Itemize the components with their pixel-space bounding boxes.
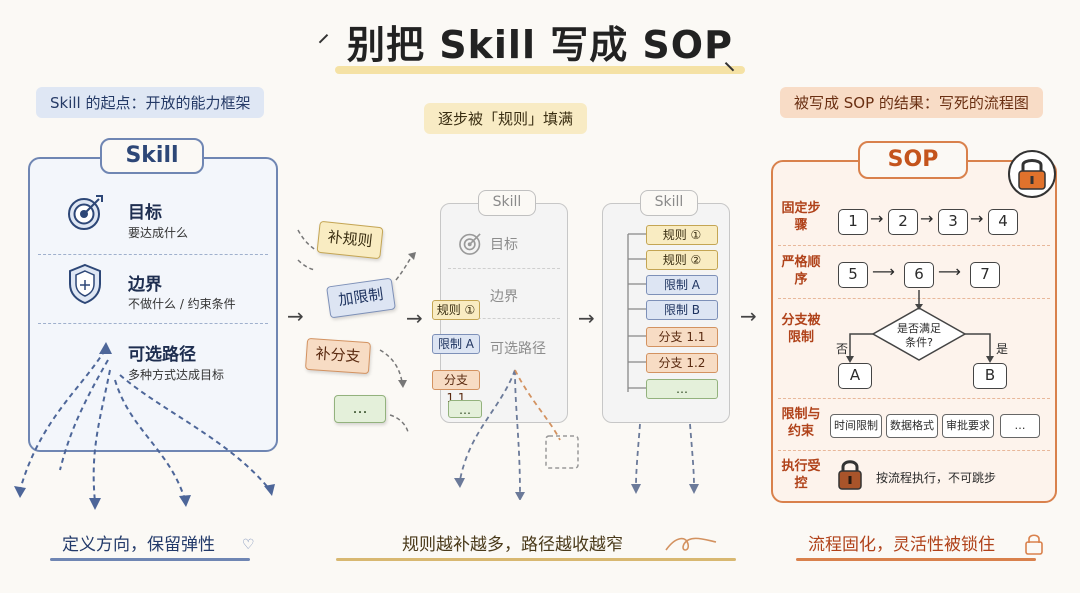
- limit-approval: 审批要求: [942, 414, 994, 438]
- row-boundary-title: 边界: [128, 275, 162, 295]
- arrow-right-icon: →: [920, 209, 934, 228]
- arrow-right-icon: →: [740, 304, 757, 328]
- sop-card-tag: SOP: [858, 141, 968, 179]
- middle-section-label: 逐步被「规则」填满: [424, 103, 588, 134]
- arrow-right-icon: →: [578, 306, 595, 330]
- left-underline: [50, 558, 250, 561]
- arrow-right-icon: →: [406, 306, 423, 330]
- step-5: 5: [838, 262, 868, 288]
- divider: [38, 323, 268, 324]
- skill-card: [28, 157, 278, 452]
- heart-icon: ♡: [242, 537, 255, 553]
- right-section-label: 被写成 SOP 的结果：写死的流程图: [780, 87, 1043, 118]
- decision-yes-label: 是: [996, 342, 1009, 356]
- mini-row-goal: 目标: [490, 237, 518, 253]
- note-ellipsis: …: [334, 395, 386, 423]
- title-tick-left: ⸝: [318, 22, 330, 47]
- step-4: 4: [988, 209, 1018, 235]
- list-ellipsis: …: [646, 379, 718, 399]
- branch-a: A: [838, 363, 872, 389]
- right-underline: [796, 558, 1036, 561]
- left-section-label: Skill 的起点：开放的能力框架: [36, 87, 265, 118]
- lock-icon: [1008, 150, 1056, 198]
- note-arrows: [297, 229, 416, 433]
- list-branch-1-2: 分支 1.2: [646, 353, 718, 373]
- padlock-icon: [838, 460, 862, 490]
- decision-flow: [846, 290, 994, 363]
- step-2: 2: [888, 209, 918, 235]
- shield-icon: [69, 263, 101, 305]
- arrow-right-icon: →: [970, 209, 984, 228]
- arrow-right-icon: →: [870, 209, 884, 228]
- narrow-paths: [631, 423, 699, 494]
- row-goal-title: 目标: [128, 203, 162, 223]
- arrow-right-icon: ⟶: [872, 262, 895, 281]
- middle-bottom-caption: 规则越补越多，路径越收越窄: [402, 535, 623, 555]
- right-bottom-caption: 流程固化，灵活性被锁住: [808, 535, 995, 555]
- route-icon: [14, 342, 275, 510]
- chip-limit: 限制 A: [432, 334, 480, 354]
- sop-row-fixed-label: 固定步骤: [781, 201, 821, 233]
- chip-branch: 分支 1.1: [432, 370, 480, 405]
- small-lock-icon: [1025, 534, 1043, 555]
- divider: [778, 298, 1050, 299]
- chip-rule: 规则 ①: [432, 300, 480, 320]
- limit-format: 数据格式: [886, 414, 938, 438]
- step-7: 7: [970, 262, 1000, 288]
- sop-row-order-label: 严格顺序: [781, 255, 821, 287]
- step-1: 1: [838, 209, 868, 235]
- branch-b: B: [973, 363, 1007, 389]
- divider: [778, 398, 1050, 399]
- list-branch-1-1: 分支 1.1: [646, 327, 718, 347]
- middle-underline: [336, 558, 736, 561]
- mini-row-boundary: 边界: [490, 289, 518, 305]
- skill-card-filled-tag: Skill: [640, 190, 698, 216]
- list-rule-1: 规则 ①: [646, 225, 718, 245]
- row-paths-sub: 多种方式达成目标: [128, 368, 225, 382]
- list-connector: [627, 233, 646, 392]
- list-limit-b: 限制 B: [646, 300, 718, 320]
- limit-ellipsis: …: [1000, 414, 1040, 438]
- row-boundary-sub: 不做什么 / 约束条件: [128, 297, 236, 311]
- divider: [448, 268, 560, 269]
- arrow-right-icon: ⟶: [938, 262, 961, 281]
- decision-text: 是否满足条件?: [897, 322, 941, 349]
- step-6: 6: [904, 262, 934, 288]
- left-bottom-caption: 定义方向，保留弹性: [62, 535, 215, 555]
- decision-no-label: 否: [836, 342, 849, 356]
- divider: [448, 318, 560, 319]
- narrowing-paths: [454, 369, 579, 500]
- list-rule-2: 规则 ②: [646, 250, 718, 270]
- control-text: 按流程执行，不可跳步: [876, 471, 997, 485]
- limit-time: 时间限制: [830, 414, 882, 438]
- title-tick-right: ⸜: [724, 50, 736, 75]
- swirl-icon: [665, 537, 717, 551]
- divider: [778, 450, 1050, 451]
- title-highlight: [335, 66, 745, 74]
- target-icon: [68, 195, 103, 230]
- row-paths-title: 可选路径: [128, 345, 196, 365]
- skill-card-tag: Skill: [100, 138, 204, 174]
- step-3: 3: [938, 209, 968, 235]
- page-title: 别把 Skill 写成 SOP: [347, 23, 733, 67]
- mini-row-paths: 可选路径: [490, 341, 546, 357]
- target-icon: [459, 233, 481, 255]
- sop-row-limits-label: 限制与约束: [781, 407, 821, 439]
- divider: [38, 254, 268, 255]
- sop-row-control-label: 执行受控: [781, 459, 821, 491]
- sop-row-branch-label: 分支被限制: [781, 313, 821, 345]
- divider: [778, 245, 1050, 246]
- chip-ellipsis: …: [448, 400, 482, 418]
- list-limit-a: 限制 A: [646, 275, 718, 295]
- skill-card-partial-tag: Skill: [478, 190, 536, 216]
- row-goal-sub: 要达成什么: [128, 226, 189, 240]
- arrow-right-icon: →: [287, 304, 304, 328]
